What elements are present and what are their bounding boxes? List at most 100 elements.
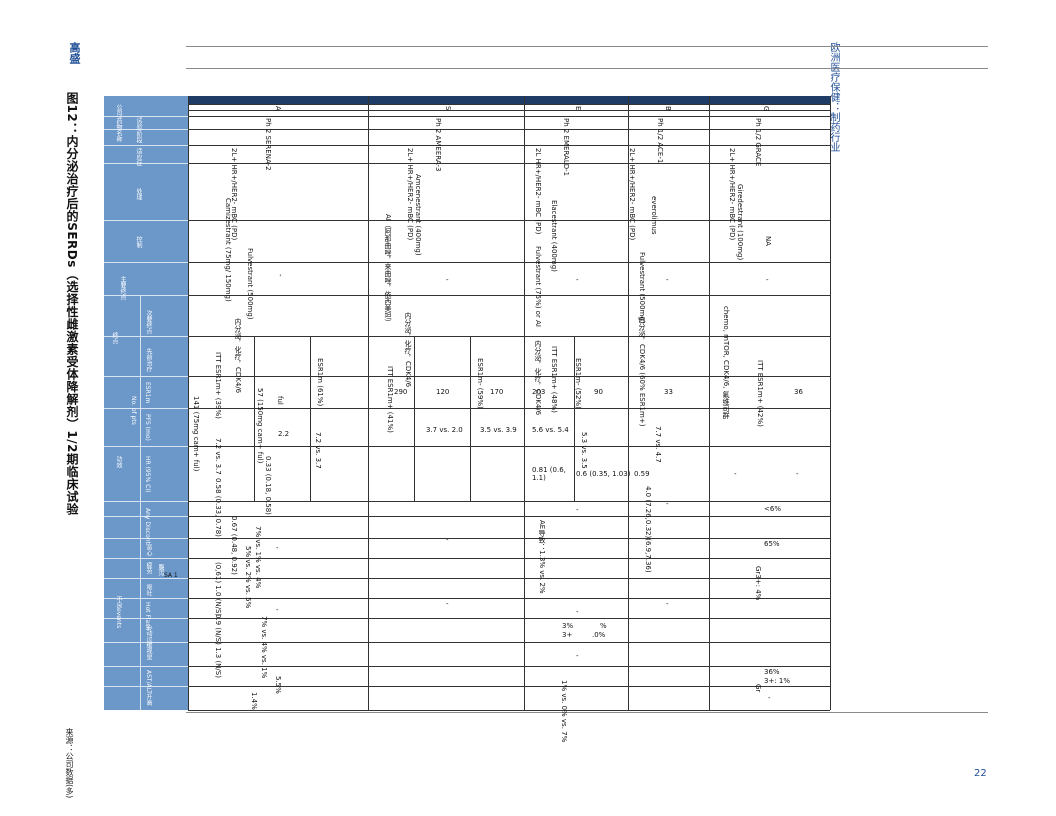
col4-main-endpoint: - — [666, 276, 669, 284]
row-label-hazard-ratio: HR (95% CI) — [144, 456, 151, 493]
col1-discontinuation: - — [276, 544, 279, 552]
col1-pts-c: ful — [276, 396, 284, 405]
col2-pfs-b: 3.5 vs. 3.9 — [480, 426, 517, 434]
col4-hr-b: 4.0 (7.26,0.32)(6.9,7.36) — [644, 486, 652, 573]
col2-control: AI（阿那曲唑，来曲唑，依西美坦） — [384, 214, 392, 326]
col3-control: Fulvestrant (75%) or AI — [534, 246, 542, 327]
col5-indication: 2L+ HR+/HER2- mBC (PD) — [728, 148, 736, 241]
col1-grade-a: (0,61) 1.0 (N/S) — [214, 562, 222, 617]
col3-ae-d: % — [600, 622, 607, 630]
col5-main-endpoint: - — [766, 276, 769, 284]
col1-pfs-c: 7.2 vs. 3.7 — [314, 432, 322, 469]
col3-ae-c: 3+ — [562, 631, 573, 639]
col3-ae-h: 1% vs. 0% vs. 7% — [560, 680, 568, 743]
col5-pfs-b: - — [796, 470, 799, 478]
col1-prior-therapy: 内分泌，化疗，CDK4/6 — [234, 318, 242, 394]
figure-title: 图12：内分泌治疗后的SERDs（选择性雌激素受体降解剂）1/2期临床试验 — [65, 92, 79, 516]
row-label-vomiting: 呕吐 — [145, 584, 152, 596]
col4-trial: Ph 1/2 ACE-1 — [656, 118, 664, 164]
page-number: 22 — [974, 768, 987, 779]
col3-ae-e: .0% — [592, 631, 606, 639]
col1-trial: Ph 2 SERENA-2 — [264, 118, 272, 171]
col4-company: B — [664, 106, 672, 111]
col3-trial: Ph 2 EMERALD-1 — [562, 118, 570, 177]
col4-pts: 33 — [664, 388, 673, 396]
col5-pfs-a: - — [734, 470, 737, 478]
col4-pfs: 7.7 vs. 4.7 — [654, 426, 662, 463]
col3-pts-a: 203 — [532, 388, 546, 396]
col5-ae-f: - — [768, 694, 771, 702]
section-header: 欧洲医疗保健：制药行业 — [828, 42, 839, 152]
col4-ae: - — [666, 600, 669, 608]
col1-grade-b: 0.9 (N/S) 1.3 (N/S) — [214, 614, 222, 678]
col5-ae-d: 3+: 1% — [764, 677, 791, 685]
row-label-adverse-events: 不良events — [115, 596, 122, 629]
col5-pts: 36 — [794, 388, 803, 396]
col1-indication: 2L+ HR+/HER2- mBC (PD) — [230, 148, 238, 241]
col5-treatment: Giredestrant (100mg) — [736, 184, 744, 261]
row-label-efficacy: 功效 — [115, 456, 122, 468]
col3-pfs-b: 5.3 vs. 3.5 — [580, 432, 588, 469]
col5-company: G — [762, 106, 770, 112]
col1-pts-a: 141 (75mg cam+ ful) — [192, 396, 200, 472]
row-label-trial-phase: 试验/阶段 — [135, 117, 142, 144]
col3-ae-a: AE导致：1.3% vs. 2% — [538, 520, 546, 594]
col1-treatment: Camizestrant (75mg/ 150mg) — [224, 198, 232, 302]
col5-ae-e: Gr — [754, 684, 762, 693]
col3-ae-g: - — [576, 652, 579, 660]
col5-ae-c: 36% — [764, 668, 780, 676]
col5-ae-a: 65% — [764, 540, 780, 548]
col3-esr1m-neg: ESR1m- (52%) — [574, 358, 582, 409]
col5-prior-therapy: chemo, mTOR, CDK4/6, 氟维司群 — [722, 306, 730, 419]
col1-hr-b: 0.67 (0.48, 0.92) — [230, 516, 238, 575]
col1-company: A — [274, 106, 282, 111]
col2-esr1m-neg: ESR1m- (59%) — [476, 358, 484, 409]
col3-ae-b: 3% — [562, 622, 574, 630]
col4-discontinuation: - — [666, 500, 669, 508]
row-label-bradycardia: 心动过缓 — [145, 624, 152, 648]
col2-main-endpoint: - — [446, 276, 449, 284]
col2-pts-c: 170 — [490, 388, 504, 396]
col5-discontinuation: <6% — [764, 505, 781, 513]
row-label-esr1m: ESR1m — [144, 382, 151, 404]
col1-main-endpoint: - — [276, 274, 284, 277]
row-label-company: 公司/药物名称 — [115, 104, 122, 143]
col4-hr-a: 0.59 — [634, 470, 650, 478]
col1-ae-a: 7% vs. 1% vs. 4% — [254, 526, 262, 589]
col2-ae: - — [446, 600, 449, 608]
col4-indication: 2L+ HR+/HER2- mBC (PD) — [628, 148, 636, 241]
row-label-hot-flash: Hot Flash — [144, 602, 151, 631]
bottom-rule — [186, 712, 988, 713]
row-label-endpoints-second: 次要终点 — [145, 310, 152, 334]
col1-ae-f: 1.4% — [250, 692, 258, 710]
row-label-ast-alt: AST/ALT升高 — [145, 670, 152, 706]
col5-ae-b: Gr3+: 4% — [754, 566, 762, 601]
row-label-discontinuation: Any Discont. — [144, 508, 151, 546]
col3-pts-b: 90 — [594, 388, 603, 396]
col1-ae-d: 7% vs. 4% vs. 1% — [260, 616, 268, 679]
col4-prior-therapy: 内分泌，CDK4/6 (60% ESR1m+) — [638, 316, 646, 427]
col2-esr1m-pos: ITT ESR1m+ (41%) — [386, 366, 394, 433]
col1-esr1m-neg: ESR1m (61%) — [316, 358, 324, 407]
top-rule — [186, 46, 988, 47]
col2-company: S — [444, 106, 452, 111]
col2-pts-a: 290 — [394, 388, 408, 396]
col3-pfs-a: 5.6 vs. 5.4 — [532, 426, 569, 434]
col2-trial: Ph 2 AMEERA-3 — [434, 118, 442, 172]
col3-treatment: Elacestrant (400mg) — [550, 200, 558, 272]
clinical-trial-table: 公司/药物名称 试验/阶段 适应症 处理 控制 主要终点 次要终点 终点 先前治… — [104, 96, 831, 742]
col3-prior-therapy: 内分泌，化疗，CDK4/6 — [534, 340, 542, 416]
col1-pfs-b: 2.2 — [278, 430, 290, 438]
col5-trial: Ph 1/2 GRACE — [754, 118, 762, 167]
col2-discontinuation: - — [446, 536, 449, 544]
row-label-nausea: 恶心 — [145, 544, 152, 556]
row-header-band — [104, 96, 188, 710]
row-label-prior-therapy: 先前治疗 — [145, 348, 152, 372]
row-label-visual: 视觉 — [145, 648, 152, 660]
col3-hr-b: 0.6 (0.35, 1.03) — [576, 470, 631, 478]
col3-discontinuation: - — [576, 506, 579, 514]
row-label-treatment: 处理 — [135, 188, 142, 200]
source-note: 来源：公司数据(多) — [65, 728, 74, 799]
col1-hr-c: 0.33 (0.18, 0.58) — [264, 456, 272, 515]
col3-ae-f: - — [576, 608, 579, 616]
